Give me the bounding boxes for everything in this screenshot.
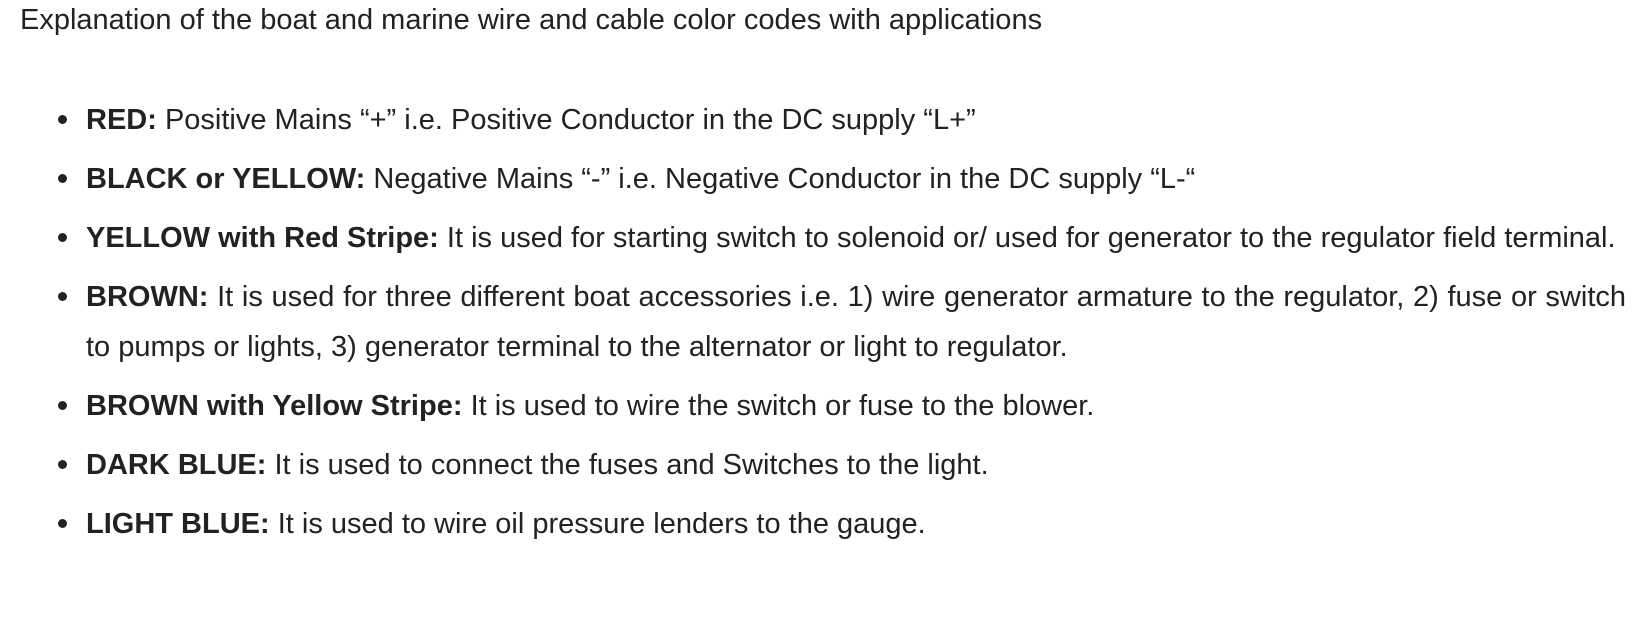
list-item-dark-blue: DARK BLUE: It is used to connect the fus… bbox=[58, 440, 1626, 490]
item-description: It is used for three different boat acce… bbox=[86, 281, 1626, 363]
wire-color-list: RED: Positive Mains “+” i.e. Positive Co… bbox=[0, 95, 1626, 558]
list-item-light-blue: LIGHT BLUE: It is used to wire oil press… bbox=[58, 499, 1626, 549]
list-item-brown-yellow-stripe: BROWN with Yellow Stripe: It is used to … bbox=[58, 381, 1626, 431]
list-item-black-or-yellow: BLACK or YELLOW: Negative Mains “-” i.e.… bbox=[58, 154, 1626, 204]
list-item-red: RED: Positive Mains “+” i.e. Positive Co… bbox=[58, 95, 1626, 145]
item-term: BROWN with Yellow Stripe: bbox=[86, 390, 463, 422]
item-term: RED: bbox=[86, 104, 157, 136]
intro-paragraph: Explanation of the boat and marine wire … bbox=[20, 4, 1043, 36]
item-term: BROWN: bbox=[86, 281, 209, 313]
item-description: It is used for starting switch to soleno… bbox=[446, 222, 1616, 254]
item-term: DARK BLUE: bbox=[86, 449, 267, 481]
item-description: Positive Mains “+” i.e. Positive Conduct… bbox=[164, 104, 976, 136]
item-description: It is used to connect the fuses and Swit… bbox=[274, 449, 989, 481]
item-term: LIGHT BLUE: bbox=[86, 508, 270, 540]
item-description: Negative Mains “-” i.e. Negative Conduct… bbox=[373, 163, 1196, 195]
item-description: It is used to wire oil pressure lenders … bbox=[277, 508, 926, 540]
list-item-yellow-red-stripe: YELLOW with Red Stripe: It is used for s… bbox=[58, 213, 1626, 263]
item-description: It is used to wire the switch or fuse to… bbox=[470, 390, 1095, 422]
item-term: BLACK or YELLOW: bbox=[86, 163, 366, 195]
list-item-brown: BROWN: It is used for three different bo… bbox=[58, 272, 1626, 372]
item-term: YELLOW with Red Stripe: bbox=[86, 222, 439, 254]
